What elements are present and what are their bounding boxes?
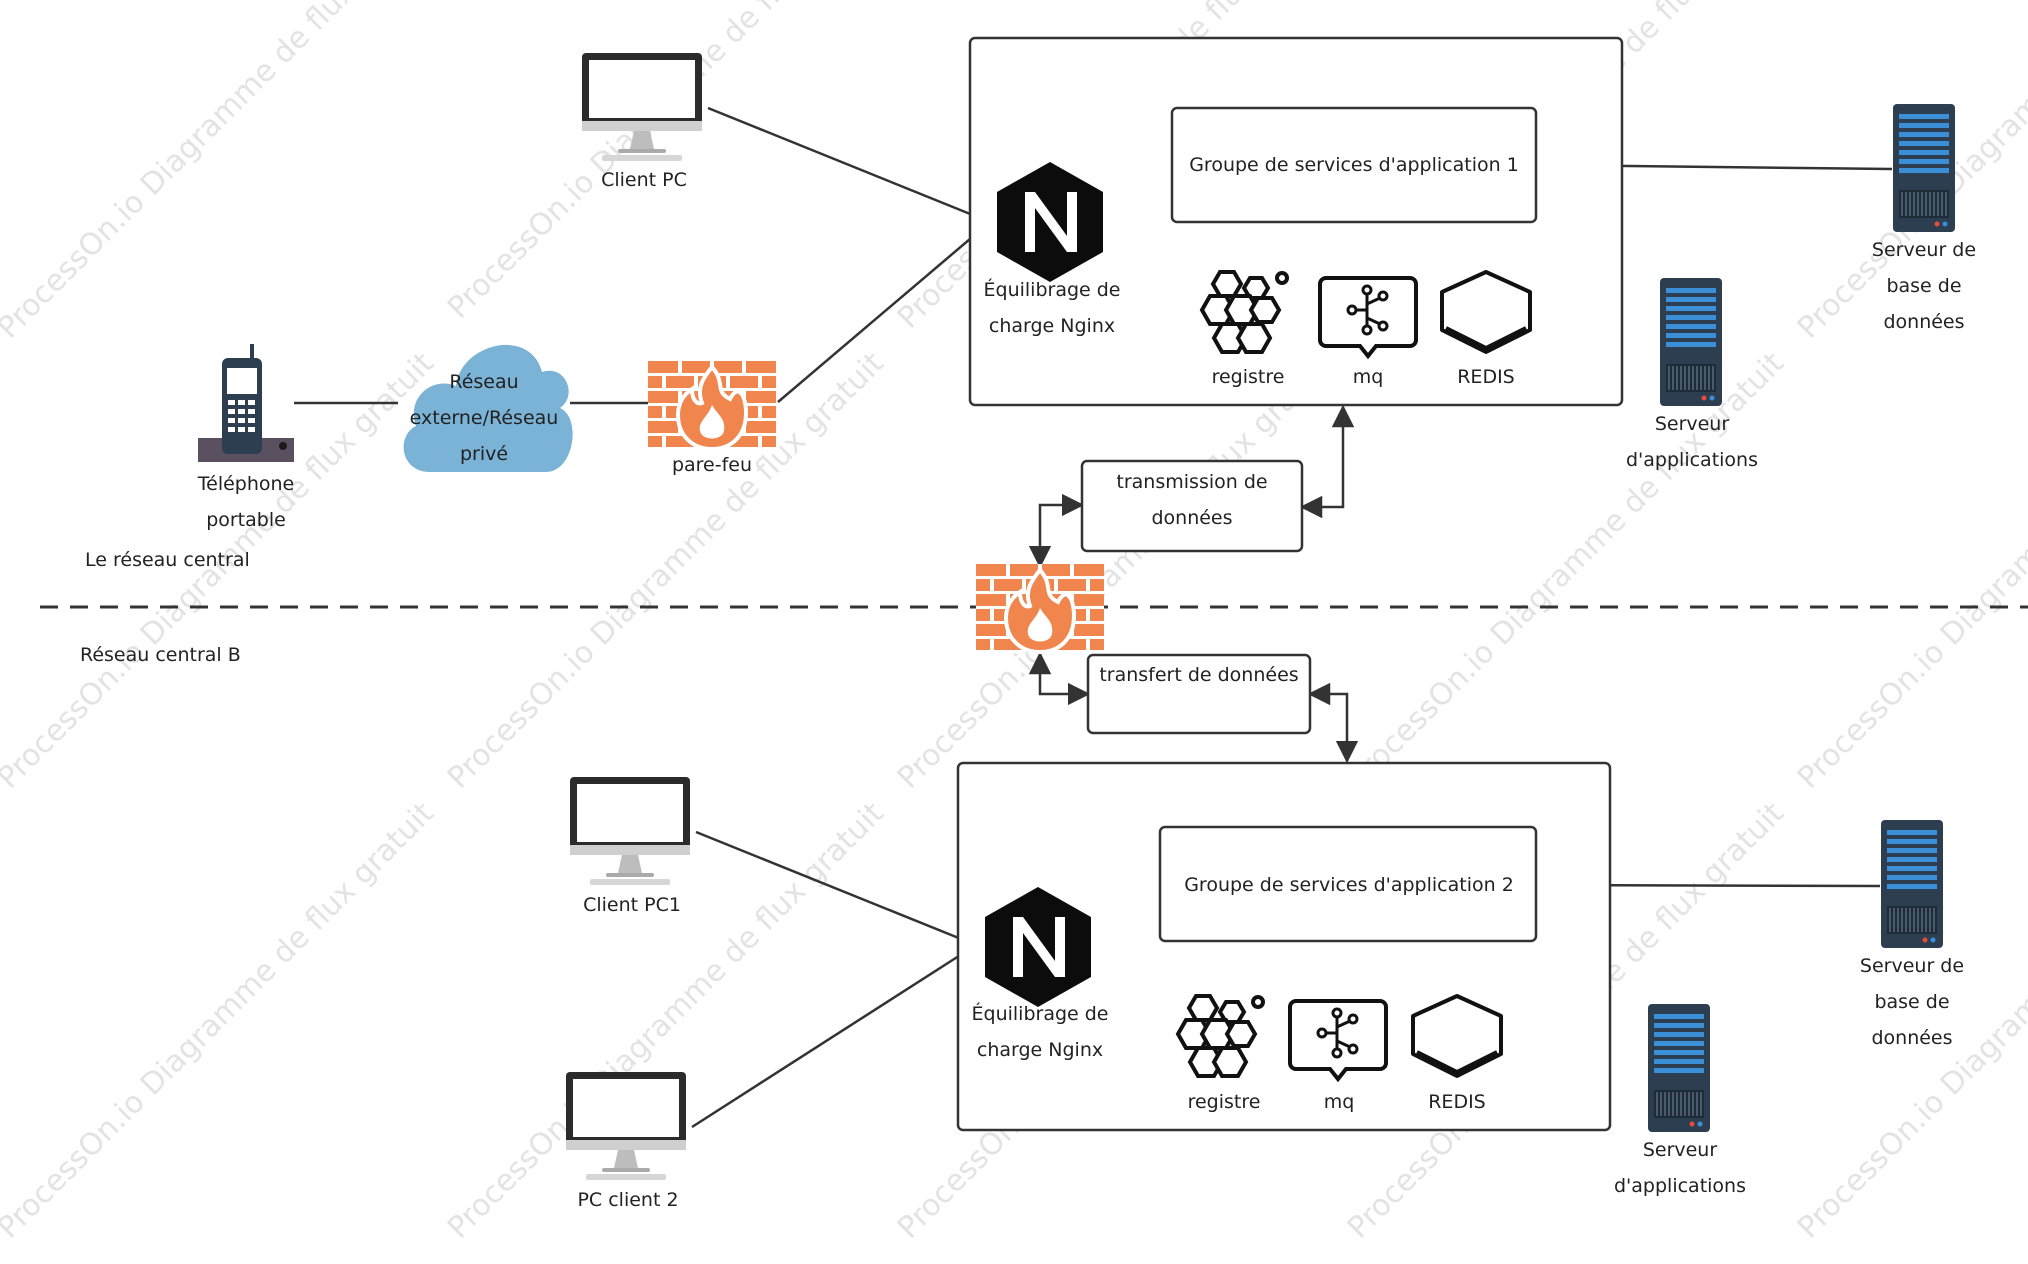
nginx-1-label-line1: Équilibrage de [984,278,1121,301]
arrow-transfer-cluster2 [1307,682,1359,764]
cloud-label-line3: privé [460,443,508,465]
transmission-label-line2: données [1151,507,1232,529]
bottom-network: Réseau central B Client PC1 PC client 2 … [80,644,1964,1211]
service-group-1[interactable] [1170,106,1538,224]
link-client-pc-nginx [707,106,991,224]
db-server-2-line1: Serveur de [1860,955,1964,977]
app-server-2-line1: Serveur [1643,1139,1718,1161]
service-group-1-label: Groupe de services d'application 1 [1189,154,1519,176]
mq-icon [1288,999,1388,1081]
cloud-label-line2: externe/Réseau [410,407,559,429]
nginx-2-label-line1: Équilibrage de [972,1002,1109,1025]
client-pc-label: Client PC [601,169,687,191]
mq-icon [1318,276,1418,358]
app-server-2-line2: d'applications [1614,1175,1746,1197]
mq-1-label: mq [1353,366,1384,388]
server-icon [1659,277,1723,407]
nginx-1-label-line2: charge Nginx [989,315,1115,337]
watermark-text: ProcessOn.io Diagramme de flux gratuit [0,0,441,346]
phone-icon [198,344,294,462]
transmission-label-line1: transmission de [1116,471,1267,493]
phone-label-line2: portable [206,509,286,531]
service-group-2-label: Groupe de services d'application 2 [1184,874,1514,896]
transfer-box[interactable] [1086,653,1312,735]
link-firewall-nginx [777,221,991,403]
client-pc1-label: Client PC1 [583,894,681,916]
db-server-1-line3: données [1883,311,1964,333]
redis-1-label: REDIS [1457,366,1515,388]
cloud-icon [403,344,573,472]
service-group-2[interactable] [1158,825,1538,943]
top-network: Client PC Téléphone portable Le réseau c… [85,53,1976,571]
transmission-box[interactable] [1080,459,1304,553]
server-icon [1892,103,1956,233]
arrow-firewall-transfer [1028,651,1091,706]
db-server-1-line1: Serveur de [1872,239,1976,261]
watermark-text: ProcessOn.io Diagramme de flux gratuit [0,796,441,1246]
db-server-2-line2: base de [1874,991,1949,1013]
zone-bottom-label: Réseau central B [80,644,241,666]
mq-2-label: mq [1324,1091,1355,1113]
monitor-icon [566,1072,686,1180]
phone-label-line1: Téléphone [197,473,295,495]
app-server-1-line1: Serveur [1655,413,1730,435]
link-client-pc1-nginx [695,830,977,947]
firewall-icon [974,562,1106,654]
arrow-transmission-firewall [1028,493,1085,569]
transfer-label: transfert de données [1099,664,1298,686]
db-server-1-line2: base de [1886,275,1961,297]
server-icon [1647,1003,1711,1133]
registry-2-label: registre [1188,1091,1261,1113]
nginx-2-label-line2: charge Nginx [977,1039,1103,1061]
client-pc2-label: PC client 2 [577,1189,678,1211]
arrow-transmission-cluster1 [1299,404,1355,519]
app-server-1-line2: d'applications [1626,449,1758,471]
zone-top-label: Le réseau central [85,549,250,571]
monitor-icon [570,777,690,885]
link-client-pc2-nginx [691,943,977,1129]
redis-2-label: REDIS [1428,1091,1486,1113]
cluster-1: Groupe de services d'application 1 Équil… [968,36,1624,407]
db-server-2-line3: données [1871,1027,1952,1049]
cloud-label-line1: Réseau [449,371,518,393]
exchange: transmission de données transfert de don… [974,459,1312,735]
server-icon [1880,819,1944,949]
cluster-2: Groupe de services d'application 2 Équil… [956,761,1612,1132]
watermark-text: ProcessOn.io Diagramme de flux gratuit [441,0,891,326]
firewall-label: pare-feu [672,454,752,476]
registry-1-label: registre [1212,366,1285,388]
watermark-text: ProcessOn.io Diagramme de flux gratuit [1791,346,2028,796]
firewall-icon [646,359,778,451]
